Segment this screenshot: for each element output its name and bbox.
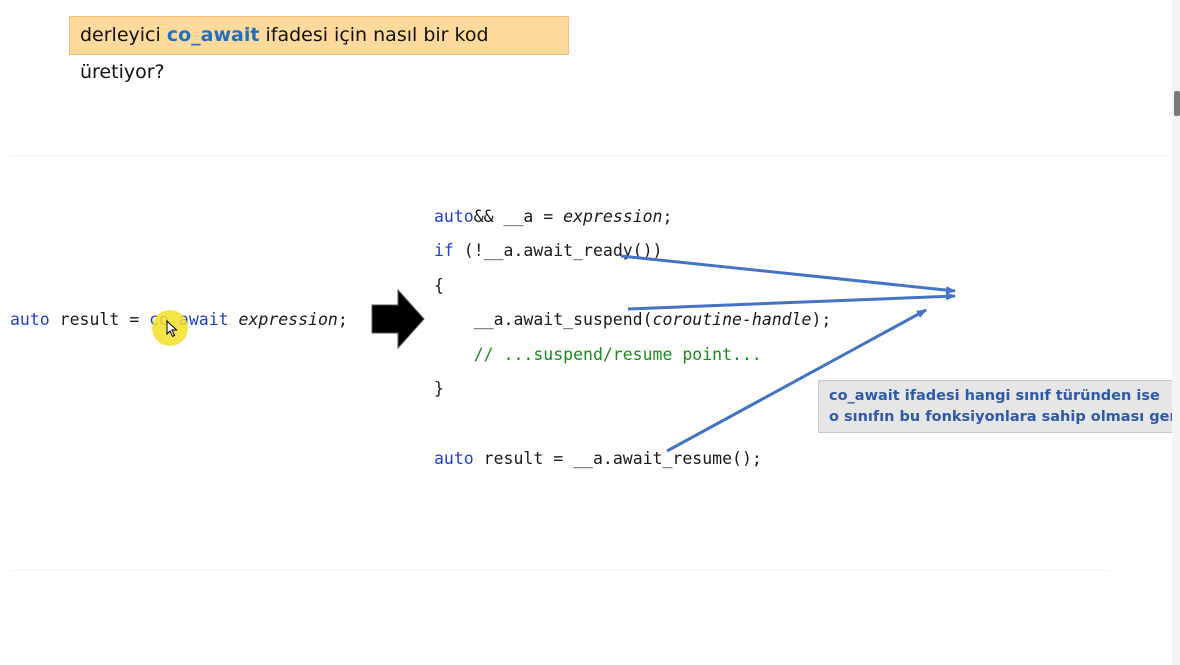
divider [10, 570, 1110, 571]
title-prefix: derleyici [80, 24, 167, 46]
scrollbar-thumb[interactable] [1174, 91, 1180, 116]
note-line-1: co_await ifadesi hangi sınıf türünden is… [829, 388, 1160, 404]
divider [10, 155, 1170, 156]
code-semicolon: ; [337, 310, 348, 329]
title-keyword: co_await [166, 24, 260, 46]
generated-code-line-1: auto&& __a = expression; [434, 207, 672, 227]
mouse-cursor-icon [166, 320, 178, 338]
generated-code-line-2: if (!__a.await_ready()) [434, 241, 663, 261]
code-text: __a.await_suspend( [434, 310, 653, 329]
code-expression: expression [563, 207, 663, 226]
right-arrow-icon [371, 289, 425, 349]
generated-code-line-4: __a.await_suspend(coroutine-handle); [434, 310, 832, 330]
note-line-2: o sınıfın bu fonksiyonlara sahip olması … [829, 409, 1179, 425]
code-keyword: auto [10, 310, 50, 329]
title-suffix: ifadesi için nasıl bir kod üretiyor? [80, 24, 489, 83]
code-coroutine-handle: coroutine-handle [652, 310, 812, 329]
generated-code-line-8: auto result = __a.await_resume(); [434, 449, 762, 469]
code-text: result = [49, 310, 150, 329]
vertical-scrollbar[interactable] [1172, 0, 1180, 665]
code-text: && __a = [473, 207, 564, 226]
code-text: result = __a.await_resume(); [473, 449, 762, 468]
code-semicolon: ); [811, 310, 832, 329]
code-text: (!__a.await_ready()) [453, 241, 663, 260]
generated-code-line-3: { [434, 276, 444, 295]
code-expression: expression [228, 310, 338, 329]
generated-code-line-6: } [434, 379, 444, 398]
slide-title: derleyici co_await ifadesi için nasıl bi… [69, 16, 569, 83]
arrow-await-resume [666, 308, 927, 453]
generated-code-comment: // ...suspend/resume point... [434, 345, 762, 364]
code-keyword: auto [434, 449, 474, 468]
arrow-await-ready [620, 254, 956, 295]
explanation-note: co_await ifadesi hangi sınıf türünden is… [818, 380, 1180, 433]
code-keyword: auto [434, 207, 474, 226]
code-keyword: if [434, 241, 454, 260]
code-semicolon: ; [662, 207, 673, 226]
arrow-await-suspend [627, 292, 956, 311]
